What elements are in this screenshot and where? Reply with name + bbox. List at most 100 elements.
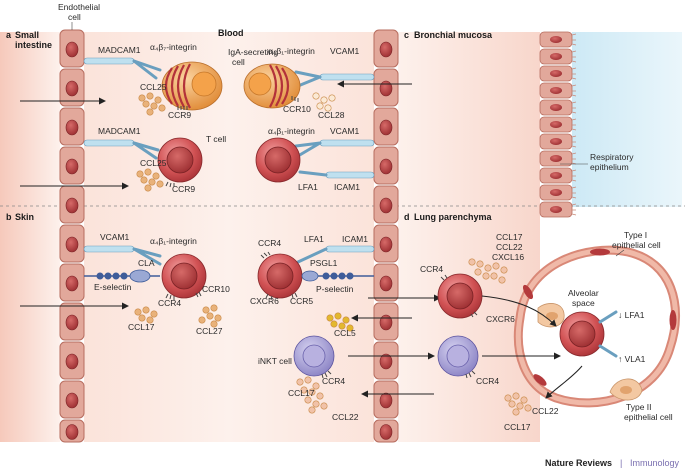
cxcr6-label-lung: CXCR6 xyxy=(486,314,515,324)
endothelial-left-nucleus xyxy=(65,41,79,58)
lfa1-label-c2: LFA1 xyxy=(298,182,318,192)
alveolar-label-line2: space xyxy=(572,298,595,308)
panel-a-letter: a xyxy=(6,30,12,40)
endothelial-left-nucleus xyxy=(65,197,79,214)
epithelial-nucleus xyxy=(550,53,562,60)
a4b1-label-c2: α₄β₁-integrin xyxy=(268,126,315,136)
vcam1-receptor-b xyxy=(83,245,135,253)
panel-c-letter: c xyxy=(404,30,409,40)
ccr9-receptor-bottom xyxy=(165,181,175,188)
chemokine-dot xyxy=(304,376,312,384)
ccl5-label: CCL5 xyxy=(334,328,356,338)
cilia xyxy=(571,84,577,97)
endothelial-label-line2: cell xyxy=(68,12,81,22)
a4b1-label-c1: α₄β₁-integrin xyxy=(268,46,315,56)
epithelial-nucleus xyxy=(550,172,562,179)
epithelial-nucleus xyxy=(550,121,562,128)
epithelial-nucleus xyxy=(550,138,562,145)
type1-nucleus-d xyxy=(522,284,534,300)
chemokine-dot xyxy=(154,96,162,104)
chemokines-ccl17-ccl27 xyxy=(134,304,222,328)
tissue-left xyxy=(0,32,60,442)
madcam1-receptor xyxy=(83,57,135,65)
e-selectin-label: E-selectin xyxy=(94,282,132,292)
ccr10-receptor xyxy=(291,96,299,102)
t-cell-alveolar-nucleus xyxy=(568,320,596,348)
chemokine-dot xyxy=(138,94,146,102)
chemokine-dot xyxy=(474,268,482,276)
chemokine-dot xyxy=(210,320,218,328)
lfa1-integrin-d xyxy=(296,247,328,264)
vcam1-label-c2: VCAM1 xyxy=(330,126,360,136)
cilia xyxy=(571,101,577,114)
endothelial-left-nucleus xyxy=(65,275,79,292)
chemokine-dot xyxy=(140,176,148,184)
ccr9-label-bottom: CCR9 xyxy=(172,184,195,194)
chemokine-dot xyxy=(146,92,154,100)
icam1-label-d: ICAM1 xyxy=(342,234,368,244)
type1-nucleus-a xyxy=(590,248,610,256)
ccr4-label-lung: CCR4 xyxy=(420,264,443,274)
chemokine-dot xyxy=(146,316,154,324)
chemokine-dot xyxy=(142,100,150,108)
chemokines-ccl25-bottom xyxy=(136,168,164,192)
t-cell-bronchial-nucleus xyxy=(264,146,292,174)
endothelial-right-nucleus xyxy=(379,275,393,292)
chemokine-dot xyxy=(334,312,342,320)
chemokine-dot xyxy=(504,394,512,402)
panel-a-title-line2: intestine xyxy=(15,40,52,50)
ccr4-receptor-nkt xyxy=(321,370,332,379)
chemokine-dot xyxy=(138,314,146,322)
panel-b-title: Skin xyxy=(15,212,34,222)
footer-brand: Nature Reviews xyxy=(545,458,612,468)
chemokines-ccl28 xyxy=(312,92,336,112)
t-cell-lung-blood-nucleus xyxy=(266,262,294,290)
a4b1-integrin-c2 xyxy=(294,141,322,158)
cilia xyxy=(571,118,577,131)
chemokine-dot xyxy=(142,306,150,314)
respiratory-label-line2: epithelium xyxy=(590,162,629,172)
chemokine-dot xyxy=(136,170,144,178)
chemokine-dot xyxy=(304,396,312,404)
respiratory-label-line1: Respiratory xyxy=(590,152,634,162)
ccl22-label-top: CCL22 xyxy=(496,242,523,252)
cxcr6-label-d: CXCR6 xyxy=(250,296,279,306)
ccl17-label-top: CCL17 xyxy=(496,232,523,242)
t-cell-nucleus xyxy=(166,146,194,174)
respiratory-epithelium xyxy=(539,31,577,218)
chemokine-dot xyxy=(500,266,508,274)
chemokine-dot xyxy=(312,382,320,390)
chemokine-dot xyxy=(316,102,324,110)
chemokine-dot xyxy=(312,400,320,408)
t-cell-label: T cell xyxy=(206,134,226,144)
epithelial-nucleus xyxy=(550,87,562,94)
a4b1-label-b: α₄β₁-integrin xyxy=(150,236,197,246)
panel-a-title-line1: Small xyxy=(15,30,39,40)
endothelial-column-left xyxy=(59,29,85,443)
chemokines-parenchyma-bottom xyxy=(504,392,532,416)
chemokine-dot xyxy=(300,386,308,394)
endothelial-right-nucleus xyxy=(379,158,393,175)
down-lfa1-label: ↓ LFA1 xyxy=(618,310,645,320)
ccl22-label-nkt: CCL22 xyxy=(332,412,359,422)
chemokine-dot xyxy=(150,310,158,318)
ccr10-label-b: CCR10 xyxy=(202,284,230,294)
psgl1-label: PSGL1 xyxy=(310,258,338,268)
chemokine-dot xyxy=(468,258,476,266)
airway-lumen xyxy=(572,32,682,207)
cilia xyxy=(571,169,577,182)
chemokine-dot xyxy=(214,314,222,322)
endothelial-right-nucleus xyxy=(379,236,393,253)
ccr-receptors-skin xyxy=(165,291,202,300)
ccr-receptors-lung-blood xyxy=(260,251,298,301)
chemokine-dot xyxy=(324,104,332,112)
vcam1-receptor-c2 xyxy=(319,139,375,147)
chemokine-dot xyxy=(490,272,498,280)
type2-label-line1: Type II xyxy=(626,402,652,412)
chemokine-dot xyxy=(346,324,354,332)
chemokine-dot xyxy=(150,102,158,110)
type1-label-line1: Type I xyxy=(624,230,647,240)
chemokine-dot xyxy=(146,108,154,116)
a4b1-integrin-b xyxy=(132,247,162,266)
iga-cell-bronchial-stripes xyxy=(269,64,290,108)
